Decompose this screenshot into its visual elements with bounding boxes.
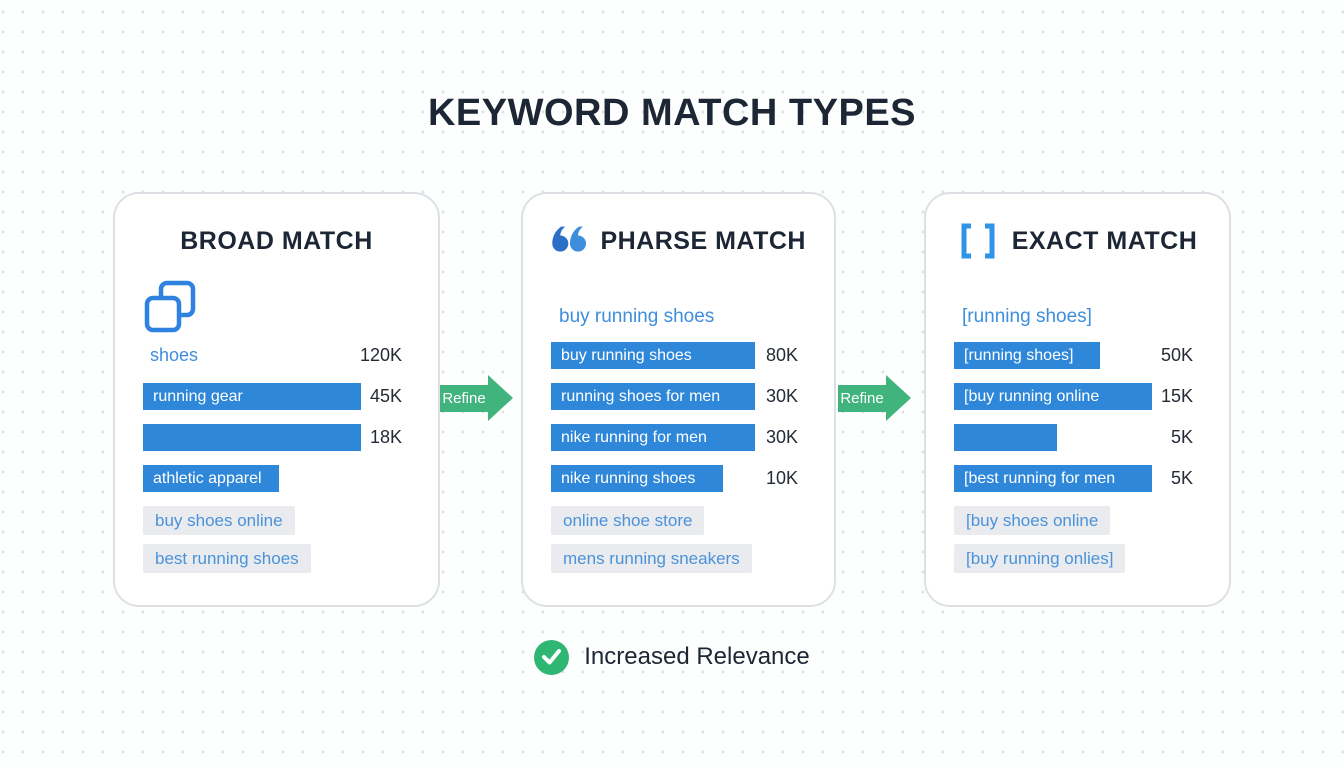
- keyword-bar-row: nike running for men 30K: [551, 424, 806, 451]
- keyword-bar-label: nike running for men: [561, 428, 707, 446]
- keyword-bar: running gear: [143, 383, 361, 410]
- keyword-bar-label: athletic apparel: [153, 469, 262, 487]
- keyword-text-row: shoes 120K: [143, 342, 410, 369]
- exact-match-header-zone: [running shoes]: [954, 258, 1201, 342]
- keyword-bar-row: [running shoes] 50K: [954, 342, 1201, 369]
- relevance-legend-label: Increased Relevance: [584, 643, 810, 670]
- broad-match-pill-list: buy shoes online best running shoes: [143, 506, 410, 573]
- phrase-match-pill-list: online shoe store mens running sneakers: [551, 506, 806, 573]
- keyword-bar-label: [buy running online: [964, 387, 1100, 405]
- exact-match-title: EXACT MATCH: [1011, 226, 1198, 255]
- keyword-bar-row: nike running shoes 10K: [551, 465, 806, 492]
- broad-match-keyword-list: shoes 120K running gear 45K 18K athletic appa…: [143, 342, 410, 492]
- keyword-bar-row: [best running for men 5K: [954, 465, 1201, 492]
- search-volume-value: 30K: [765, 386, 798, 406]
- overlap-squares-icon: [144, 280, 196, 333]
- exact-match-title-row: EXACT MATCH: [954, 223, 1201, 259]
- keyword-bar-label: nike running shoes: [561, 469, 696, 487]
- search-volume-value: 5K: [1170, 427, 1193, 447]
- keyword-bar: [running shoes]: [954, 342, 1100, 369]
- keyword-bar: buy running shoes: [551, 342, 755, 369]
- phrase-match-card: PHARSE MATCH buy running shoes buy runni…: [521, 192, 836, 607]
- refine-arrow-label: Refine: [440, 384, 488, 412]
- brackets-icon: [961, 223, 995, 259]
- refine-arrow-2: Refine: [838, 375, 911, 421]
- excluded-keyword-pill: mens running sneakers: [551, 544, 752, 573]
- keyword-bar-label: buy running shoes: [561, 346, 692, 364]
- checkmark-icon: [534, 639, 570, 675]
- keyword-bar: running shoes for men: [551, 383, 755, 410]
- search-volume-value: 10K: [765, 468, 798, 488]
- excluded-keyword-pill: buy shoes online: [143, 506, 295, 535]
- keyword-text-label: shoes: [150, 345, 199, 365]
- excluded-keyword-pill: online shoe store: [551, 506, 705, 535]
- search-volume-value: 80K: [765, 345, 798, 365]
- search-volume-value: 50K: [1160, 345, 1193, 365]
- refine-arrow-1: Refine: [440, 375, 513, 421]
- keyword-bar-label: [running shoes]: [964, 346, 1074, 364]
- search-volume-value: 15K: [1160, 386, 1193, 406]
- broad-match-card: BROAD MATCH shoes 120K running gear 45K 18K a…: [113, 192, 440, 607]
- keyword-bar: [143, 424, 361, 451]
- excluded-keyword-pill: [buy running onlies]: [954, 544, 1126, 573]
- broad-match-title: BROAD MATCH: [180, 226, 373, 255]
- exact-match-keyword-list: [running shoes] 50K [buy running online 15K…: [954, 342, 1201, 492]
- phrase-match-seed-keyword: buy running shoes: [559, 306, 715, 327]
- broad-match-icon-zone: [143, 258, 410, 342]
- exact-match-pill-list: [buy shoes online [buy running onlies]: [954, 506, 1201, 573]
- keyword-bar-row: 18K: [143, 424, 410, 451]
- search-volume-value: 18K: [369, 427, 402, 447]
- page-title: KEYWORD MATCH TYPES: [427, 92, 917, 134]
- arrow-head-icon: [886, 375, 911, 421]
- keyword-bar-row: [buy running online 15K: [954, 383, 1201, 410]
- keyword-bar-row: 5K: [954, 424, 1201, 451]
- keyword-bar-label: [best running for men: [964, 469, 1116, 487]
- keyword-bar-row: running shoes for men 30K: [551, 383, 806, 410]
- excluded-keyword-pill: [buy shoes online: [954, 506, 1111, 535]
- keyword-bar: nike running shoes: [551, 465, 723, 492]
- phrase-match-keyword-list: buy running shoes 80K running shoes for me…: [551, 342, 806, 492]
- search-volume-value: 5K: [1170, 468, 1193, 488]
- keyword-bar: nike running for men: [551, 424, 755, 451]
- keyword-bar-row: running gear 45K: [143, 383, 410, 410]
- keyword-bar: athletic apparel: [143, 465, 279, 492]
- keyword-bar: [954, 424, 1057, 451]
- search-volume-value: 120K: [359, 345, 402, 365]
- keyword-bar: [best running for men: [954, 465, 1152, 492]
- exact-match-seed-keyword: [running shoes]: [962, 306, 1092, 327]
- refine-arrow-label: Refine: [838, 384, 886, 412]
- relevance-legend: Increased Relevance: [0, 638, 1344, 676]
- keyword-bar-row: athletic apparel: [143, 465, 410, 492]
- excluded-keyword-pill: best running shoes: [143, 544, 311, 573]
- phrase-match-header-zone: buy running shoes: [551, 258, 806, 342]
- keyword-bar-label: running gear: [153, 387, 243, 405]
- phrase-match-title-row: PHARSE MATCH: [551, 224, 806, 258]
- exact-match-card: EXACT MATCH [running shoes] [running sho…: [924, 192, 1231, 607]
- quote-icon: [552, 226, 587, 252]
- keyword-bar: [buy running online: [954, 383, 1152, 410]
- broad-match-title-row: BROAD MATCH: [143, 224, 410, 258]
- keyword-bar-label: running shoes for men: [561, 387, 721, 405]
- phrase-match-title: PHARSE MATCH: [600, 226, 806, 255]
- search-volume-value: 45K: [369, 386, 402, 406]
- search-volume-value: 30K: [765, 427, 798, 447]
- arrow-head-icon: [488, 375, 513, 421]
- keyword-bar-row: buy running shoes 80K: [551, 342, 806, 369]
